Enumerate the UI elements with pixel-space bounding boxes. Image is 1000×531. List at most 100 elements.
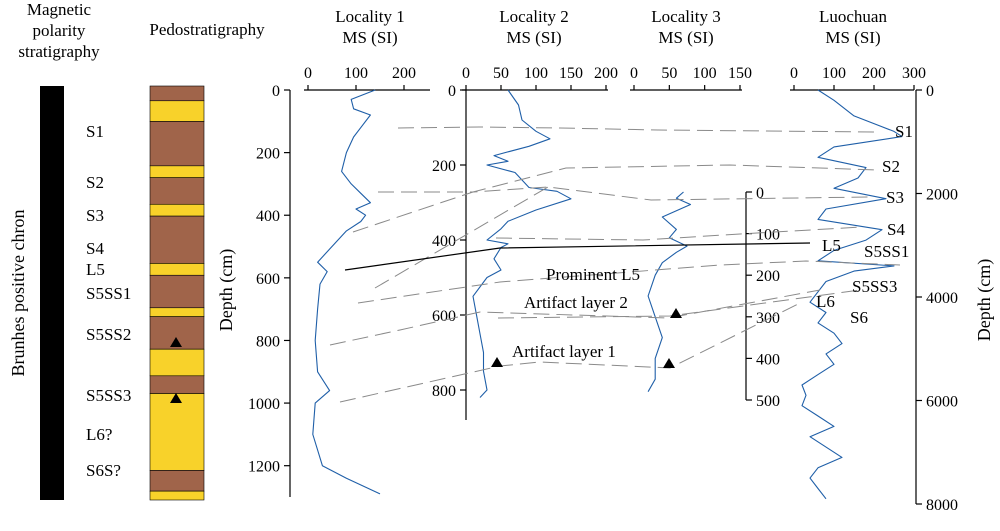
pedo-layer-loess [149,263,205,276]
pedo-layer-loess [149,100,205,122]
panel-title-line-2: MS (SI) [825,28,880,47]
luochuan-label-s2: S2 [882,157,900,176]
x-tick-label: 100 [822,65,846,82]
depth-tick-label: 500 [756,393,780,410]
depth-tick-label: 800 [256,333,280,350]
depth-label-right: Depth (cm) [974,259,995,341]
depth-tick-label: 8000 [926,497,958,514]
correlation-s3 [352,186,869,233]
x-tick-label: 0 [790,65,798,82]
pedo-layer-paleosol [149,274,205,309]
correlation-s4 [495,226,863,241]
correlation-artifact-2 [497,289,861,319]
pedo-layer-paleosol [149,85,205,102]
depth-tick-label: 2000 [926,187,958,204]
prominent-l5-line [344,242,811,271]
x-tick-label: 100 [693,65,717,82]
panel-title-line-1: Luochuan [819,7,887,26]
x-tick-label: 0 [630,65,638,82]
luochuan-label-s6: S6 [850,308,868,327]
depth-tick-label: 200 [432,158,456,175]
luochuan-label-l5: L5 [822,236,841,255]
depth-tick-label: 400 [756,351,780,368]
correlation-s4-left [374,186,549,289]
luochuan-label-s5ss3: S5SS3 [852,277,897,296]
correlation-s2 [378,164,879,193]
pedo-layer-loess [149,165,205,178]
chron-label: Brunhes positive chron [8,210,28,377]
x-tick-label: 0 [462,65,470,82]
pedo-layer-paleosol [149,177,205,205]
magnetic-title-line-3: stratigraphy [18,42,100,61]
unit-label-s2: S2 [86,173,104,192]
unit-label-l6q: L6? [86,425,112,444]
depth-tick-label: 200 [256,146,280,163]
pedo-layer-loess [149,203,205,217]
depth-tick-label: 600 [256,271,280,288]
x-tick-label: 50 [661,65,677,82]
depth-tick-label: 0 [448,83,456,100]
ms-curve-locality-2 [472,89,572,398]
magnetic-title-line-2: polarity [33,21,86,40]
depth-tick-label: 0 [926,83,934,100]
luochuan-label-s1: S1 [895,122,913,141]
unit-label-s3: S3 [86,206,104,225]
panel-title-line-2: MS (SI) [342,28,397,47]
x-tick-label: 300 [902,65,926,82]
panel-title-line-2: MS (SI) [506,28,561,47]
artifact-marker-column-1 [170,337,182,347]
pedostratigraphy-column [149,85,205,501]
depth-tick-label: 400 [432,233,456,250]
x-tick-label: 150 [728,65,752,82]
depth-tick-label: 4000 [926,290,958,307]
depth-tick-label: 200 [756,268,780,285]
annotation-prominent-l5: Prominent L5 [546,265,640,284]
depth-tick-label: 100 [756,227,780,244]
x-tick-label: 150 [559,65,583,82]
panel-title-line-1: Locality 3 [651,7,720,26]
depth-tick-label: 600 [432,308,456,325]
pedo-layer-paleosol [149,470,205,492]
unit-label-l5: L5 [86,260,105,279]
artifact-marker-loc3-layer2 [670,308,682,318]
depth-tick-label: 1200 [248,459,280,476]
x-tick-label: 50 [493,65,509,82]
panel-title-line-1: Locality 2 [499,7,568,26]
unit-label-s6sq: S6S? [86,461,121,480]
artifact-marker-column-2 [170,393,182,403]
unit-label-s4: S4 [86,239,104,258]
pedo-layer-paleosol [149,375,205,394]
unit-label-s1: S1 [86,122,104,141]
ms-curve-luochuan [801,89,903,500]
correlation-lines [329,126,901,403]
ms-curve-locality-3 [647,191,692,392]
luochuan-label-l6: L6 [816,292,835,311]
unit-label-s5ss3: S5SS3 [86,386,131,405]
depth-tick-label: 300 [756,310,780,327]
luochuan-label-s3: S3 [886,188,904,207]
x-tick-label: 0 [304,65,312,82]
depth-tick-label: 0 [756,185,764,202]
pedo-layer-paleosol [149,215,205,264]
polarity-bar [40,86,64,500]
artifact-marker-loc3-layer1 [663,358,675,368]
pedo-title: Pedostratigraphy [149,20,265,39]
correlation-s5ss3 [329,289,821,346]
x-tick-label: 200 [392,65,416,82]
x-tick-label: 200 [862,65,886,82]
pedo-layer-loess [149,393,205,471]
correlation-artifact-1 [339,302,801,403]
unit-label-s5ss1: S5SS1 [86,284,131,303]
pedo-layer-loess [149,490,205,501]
annotation-artifact-layer-2: Artifact layer 2 [524,293,628,312]
depth-tick-label: 800 [432,383,456,400]
correlation-s1 [397,126,879,133]
depth-label-left: Depth (cm) [216,249,237,331]
